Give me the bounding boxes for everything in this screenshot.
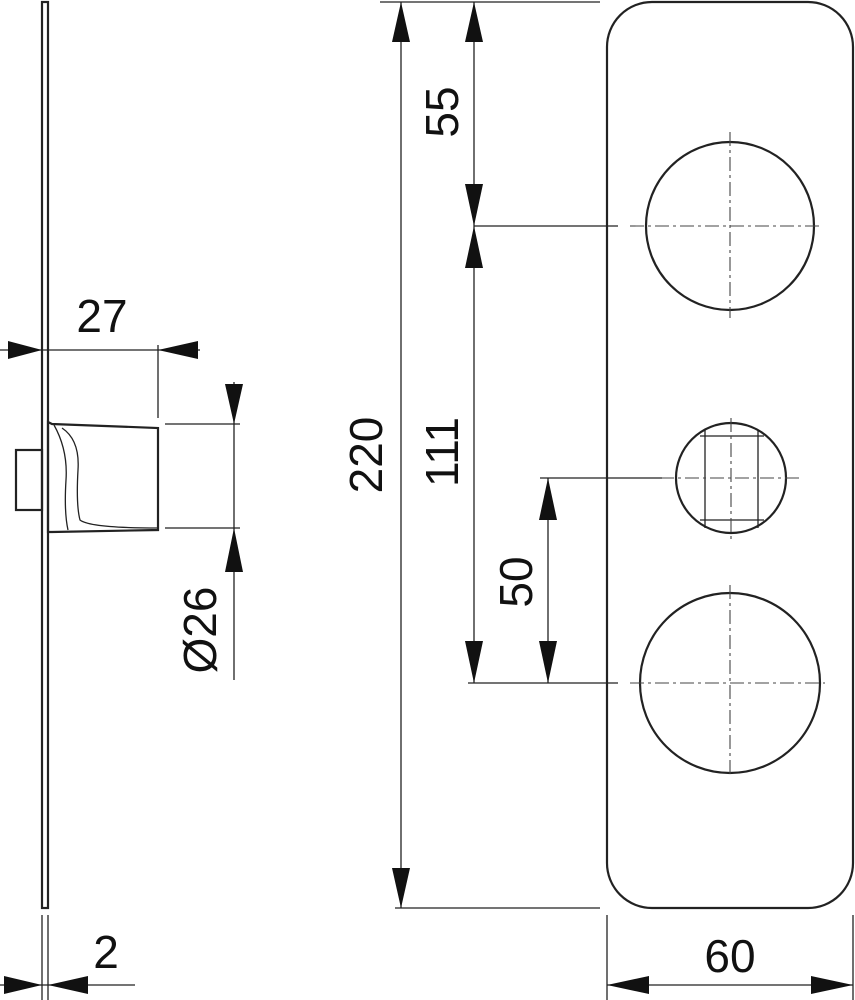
dimension-111: 111: [416, 226, 618, 684]
backplate-front: [605, 0, 855, 910]
dimension-2: 2: [0, 915, 135, 1000]
dimension-220: 220: [340, 1, 600, 909]
label-50: 50: [490, 556, 542, 607]
label-2: 2: [93, 926, 119, 978]
label-111: 111: [416, 417, 468, 487]
label-55: 55: [416, 86, 468, 137]
dimension-diameter-26: Ø26: [165, 382, 243, 680]
dimension-60: 60: [606, 915, 854, 1000]
dimension-55: 55: [416, 2, 618, 683]
spindle-stub: [14, 448, 44, 512]
label-27: 27: [76, 290, 127, 342]
dimension-27: 27: [0, 290, 200, 418]
knob-body: [46, 420, 160, 534]
dimension-50: 50: [490, 477, 662, 683]
knob-curve: [61, 427, 159, 529]
side-view: [14, 0, 160, 910]
label-60: 60: [704, 930, 755, 982]
knob-curve-2: [53, 424, 69, 531]
front-view: [605, 0, 855, 910]
label-220: 220: [340, 417, 392, 494]
label-diameter: Ø26: [174, 587, 226, 674]
